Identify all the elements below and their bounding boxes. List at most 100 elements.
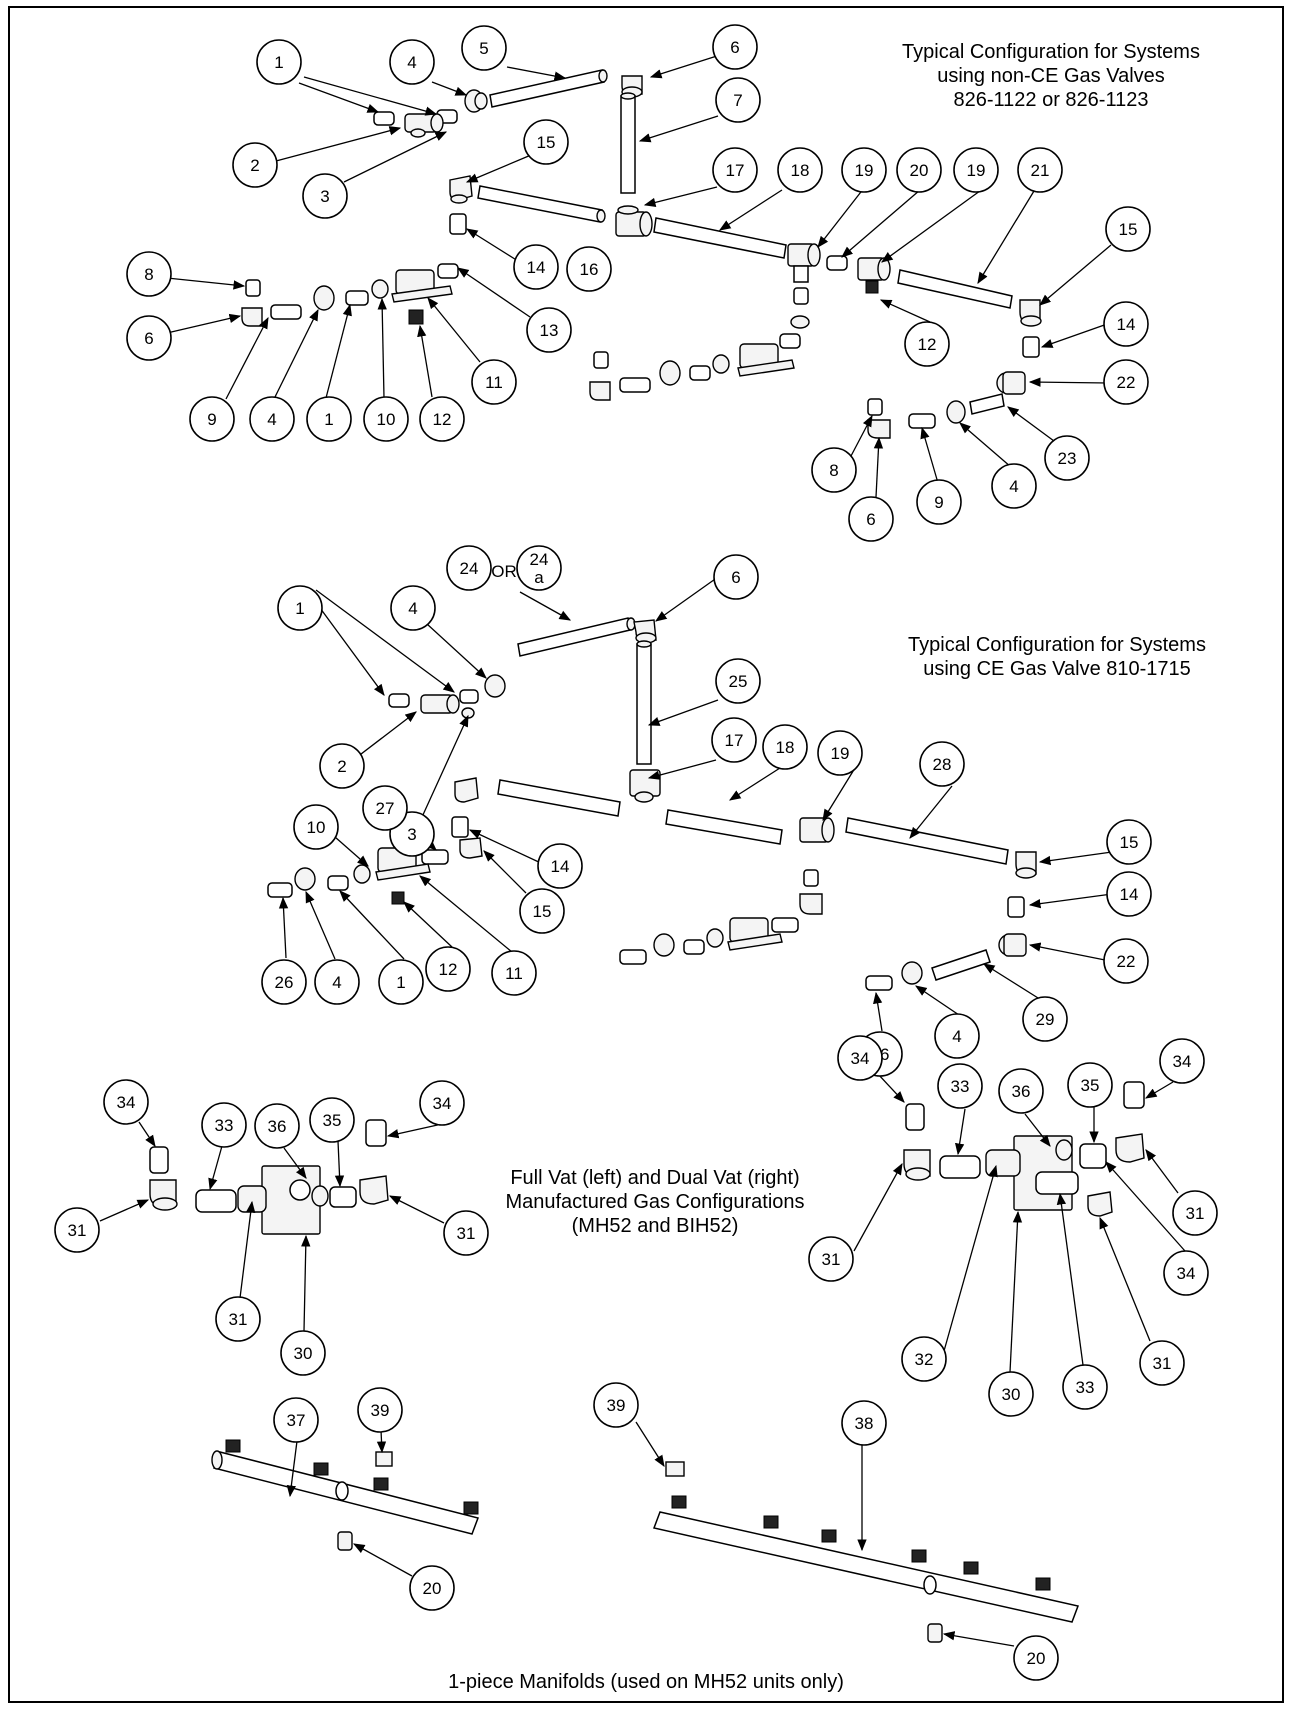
- callout-bubble: 4: [314, 959, 360, 1005]
- callout-bubble: 35: [1067, 1062, 1113, 1108]
- section1-parts: [241, 69, 1042, 439]
- callout-bubble: 26: [261, 959, 307, 1005]
- callout-label: 30: [1002, 1385, 1021, 1404]
- callout-label: 11: [505, 964, 523, 983]
- callout-label: 31: [1186, 1204, 1205, 1223]
- callout-bubble: 4: [390, 585, 436, 631]
- callout-label: 17: [726, 161, 745, 180]
- callout-label: 36: [268, 1117, 287, 1136]
- callout-bubble: 11: [471, 359, 517, 405]
- callout-bubble: 28: [919, 741, 965, 787]
- callout-bubble: 12: [419, 396, 465, 442]
- callout-label: 4: [407, 53, 416, 72]
- callout-label: 34: [851, 1049, 870, 1068]
- callout-bubble: 12: [904, 321, 950, 367]
- callout-bubble: 34: [1163, 1250, 1209, 1296]
- callout-label: 4: [952, 1027, 961, 1046]
- callout-bubble: 31: [443, 1210, 489, 1256]
- callout-bubble: 34: [419, 1080, 465, 1126]
- callout-bubble: 29: [1022, 996, 1068, 1042]
- callout-label: 7: [733, 91, 742, 110]
- callout-bubble: 36: [998, 1068, 1044, 1114]
- callout-bubble: 6: [712, 24, 758, 70]
- callout-bubble: 1: [277, 585, 323, 631]
- callout-label: 25: [729, 672, 748, 691]
- callout-label: 33: [215, 1116, 234, 1135]
- callout-bubble: 15: [523, 119, 569, 165]
- caption-line: 1-piece Manifolds (used on MH52 units on…: [448, 1671, 844, 1693]
- callout-bubble: 19: [841, 147, 887, 193]
- callout-bubble: 14: [537, 843, 583, 889]
- callout-label: 14: [551, 857, 570, 876]
- callout-label: 8: [829, 461, 838, 480]
- callout-label: 14: [1120, 885, 1139, 904]
- callout-label: 34: [433, 1094, 452, 1113]
- callout-label: 31: [1153, 1354, 1172, 1373]
- callout-bubble: 22: [1103, 938, 1149, 984]
- callout-label: 18: [791, 161, 810, 180]
- or-label: OR: [491, 562, 517, 581]
- callout-bubble: 31: [1172, 1190, 1218, 1236]
- callout-label: 12: [918, 335, 937, 354]
- callout-bubble: 33: [937, 1063, 983, 1109]
- callout-label: 12: [439, 960, 458, 979]
- callout-label: 31: [457, 1224, 476, 1243]
- callout-label: 32: [915, 1350, 934, 1369]
- callout-label: 31: [68, 1221, 87, 1240]
- caption-line: using CE Gas Valve 810-1715: [923, 658, 1191, 680]
- callout-bubble: 35: [309, 1097, 355, 1143]
- callout-label: 2: [337, 757, 346, 776]
- callout-label: 17: [725, 731, 744, 750]
- callout-bubble: 15: [1105, 206, 1151, 252]
- callout-label: 37: [287, 1411, 306, 1430]
- caption-line: Typical Configuration for Systems: [902, 41, 1200, 63]
- callout-bubble: 17: [711, 717, 757, 763]
- section4-caption: 1-piece Manifolds (used on MH52 units on…: [396, 1670, 896, 1694]
- diagram-frame: [8, 6, 1284, 1703]
- callout-bubble: 30: [988, 1371, 1034, 1417]
- caption-line: Typical Configuration for Systems: [908, 634, 1206, 656]
- callout-bubble: 7: [715, 77, 761, 123]
- callout-label: 14: [527, 258, 546, 277]
- callout-label: 24: [460, 559, 479, 578]
- callout-bubble: 31: [808, 1236, 854, 1282]
- callout-label: 29: [1036, 1010, 1055, 1029]
- callout-label: 22: [1117, 952, 1136, 971]
- callout-bubble: 14: [1103, 301, 1149, 347]
- callout-label: 31: [822, 1250, 841, 1269]
- callout-label: 9: [207, 410, 216, 429]
- callout-bubble: 4: [389, 39, 435, 85]
- callout-bubble: 12: [425, 946, 471, 992]
- caption-line: Full Vat (left) and Dual Vat (right): [510, 1167, 800, 1189]
- callout-bubble: 18: [762, 724, 808, 770]
- callout-label: 5: [479, 39, 488, 58]
- callout-label: 20: [1027, 1649, 1046, 1668]
- callout-bubble: 21: [1017, 147, 1063, 193]
- callout-bubble: 15: [1106, 819, 1152, 865]
- leader-lines: [99, 54, 1186, 1647]
- callout-bubble: 33: [201, 1102, 247, 1148]
- callout-bubble: 2: [319, 743, 365, 789]
- callout-label: 4: [1009, 477, 1018, 496]
- callout-label: 2: [250, 156, 259, 175]
- callout-label: 15: [1119, 220, 1138, 239]
- section4-parts: [211, 1439, 1080, 1643]
- callout-bubble: 11: [491, 950, 537, 996]
- callout-label: 23: [1058, 449, 1077, 468]
- callout-label: 12: [433, 410, 452, 429]
- callout-label: 28: [933, 755, 952, 774]
- caption-line: (MH52 and BIH52): [571, 1215, 739, 1237]
- section1-caption: Typical Configuration for Systems using …: [886, 40, 1216, 112]
- callout-label: 19: [855, 161, 874, 180]
- callout-bubble: 32: [901, 1336, 947, 1382]
- callout-label: 6: [144, 329, 153, 348]
- callout-label: 39: [371, 1401, 390, 1420]
- callout-bubble: 4: [991, 463, 1037, 509]
- callout-label: 4: [408, 599, 417, 618]
- callout-bubble: 5: [461, 25, 507, 71]
- callout-label: 14: [1117, 315, 1136, 334]
- callout-label: 34: [117, 1093, 136, 1112]
- callout-bubble: 9: [189, 396, 235, 442]
